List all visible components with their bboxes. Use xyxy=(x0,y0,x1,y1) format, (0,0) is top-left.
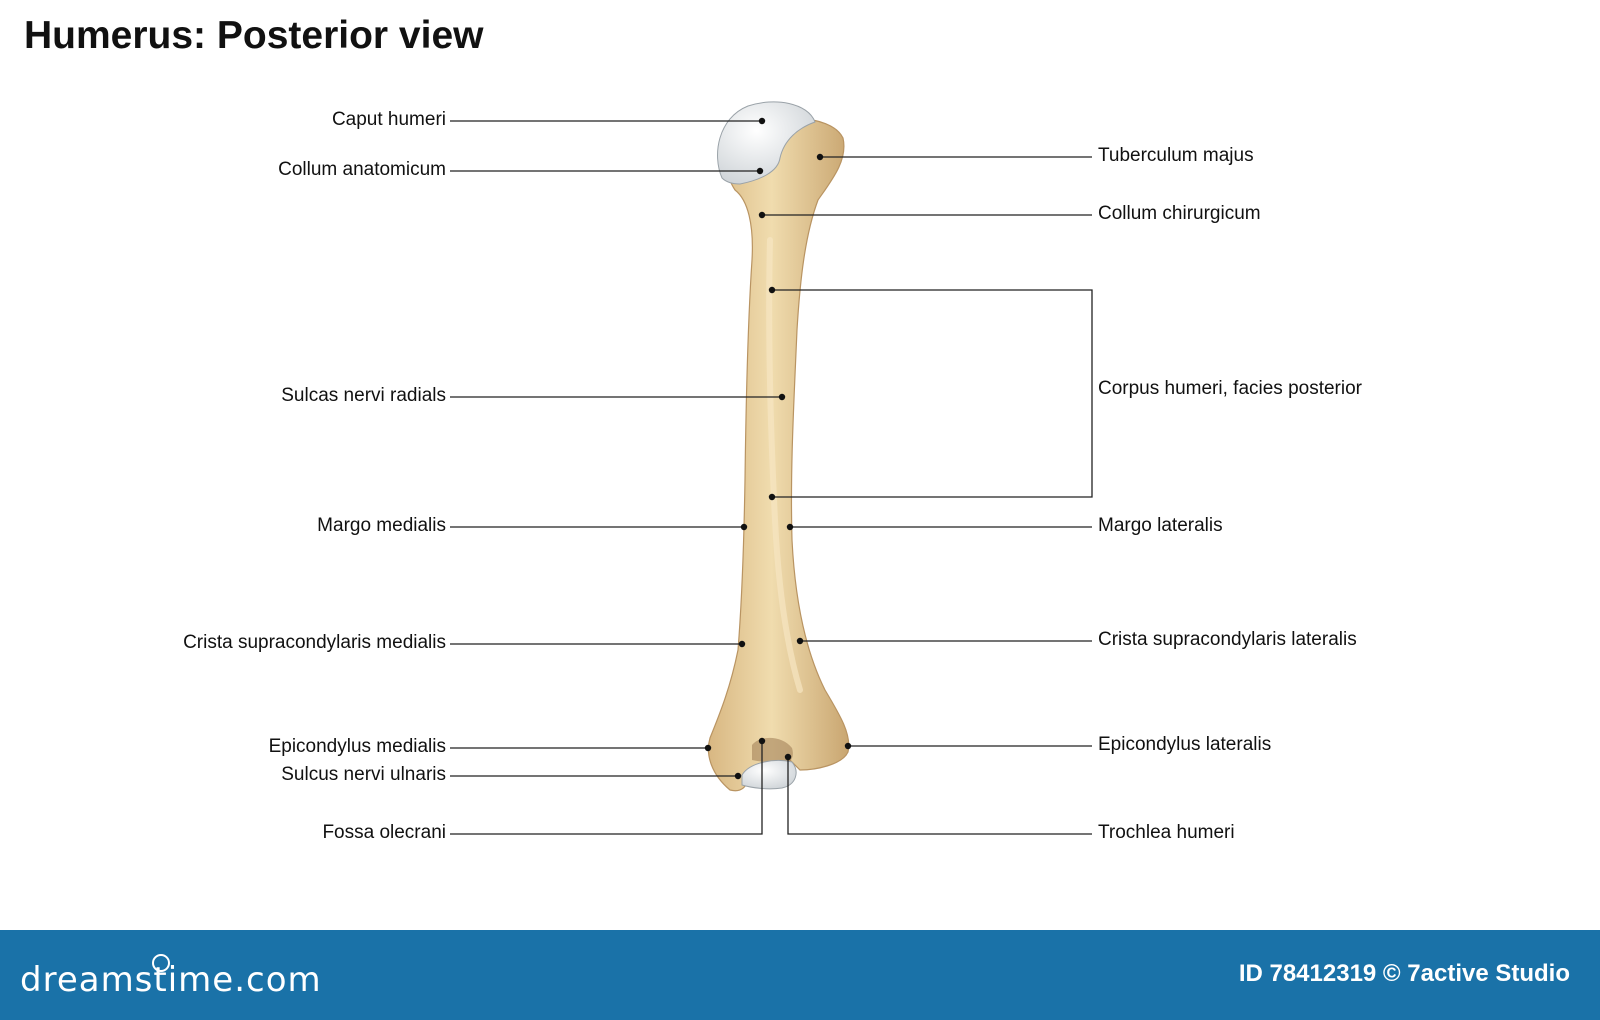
label-tuberculum-majus: Tuberculum majus xyxy=(1098,145,1254,166)
page-title: Humerus: Posterior view xyxy=(24,14,484,57)
shaft-highlight xyxy=(766,237,803,693)
trochlea-cartilage xyxy=(741,760,797,790)
footer-bar: dreamstime.com ID 78412319 © 7active Stu… xyxy=(0,930,1600,1020)
humerus-bone xyxy=(707,117,850,792)
label-caput-humeri: Caput humeri xyxy=(331,109,446,130)
leader-lines-right xyxy=(762,156,1093,835)
humeral-head-cartilage xyxy=(717,101,816,185)
label-collum-chirurgicum: Collum chirurgicum xyxy=(1098,203,1261,224)
label-epicondylus-medialis: Epicondylus medialis xyxy=(268,736,446,757)
label-fossa-olecrani: Fossa olecrani xyxy=(322,822,446,843)
label-trochlea-humeri: Trochlea humeri xyxy=(1098,822,1235,843)
label-sulcas-nervi-radials: Sulcas nervi radials xyxy=(281,385,446,406)
spiral-logo-icon xyxy=(152,954,170,972)
label-epicondylus-lateralis: Epicondylus lateralis xyxy=(1098,734,1272,755)
label-crista-supracondylaris-lateralis: Crista supracondylaris lateralis xyxy=(1098,629,1357,650)
label-collum-anatomicum: Collum anatomicum xyxy=(278,159,446,180)
label-corpus-humeri-facies-posterior: Corpus humeri, facies posterior xyxy=(1098,378,1362,399)
label-margo-medialis: Margo medialis xyxy=(317,515,446,536)
brand-name: dreamstime.com xyxy=(20,960,322,1000)
leader-lines-left xyxy=(450,120,782,835)
label-margo-lateralis: Margo lateralis xyxy=(1098,515,1223,536)
label-crista-supracondylaris-medialis: Crista supracondylaris medialis xyxy=(183,632,446,653)
label-sulcus-nervi-ulnaris: Sulcus nervi ulnaris xyxy=(281,764,446,785)
pointer-dots xyxy=(704,117,852,780)
image-credit: ID 78412319 © 7active Studio xyxy=(1238,960,1570,987)
